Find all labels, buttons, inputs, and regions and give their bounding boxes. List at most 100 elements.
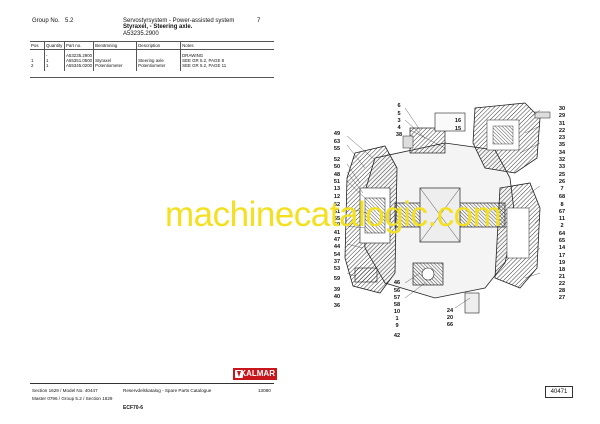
col-pos: Pos bbox=[30, 41, 45, 50]
cell-pos: 1 bbox=[31, 58, 34, 64]
callout: 49 bbox=[333, 131, 341, 137]
callout: 39 bbox=[333, 287, 341, 293]
callout: 57 bbox=[393, 295, 401, 301]
cell-notes: SEE GR 5.2, PAGE 8 bbox=[180, 58, 274, 64]
callout: 62 bbox=[333, 202, 341, 208]
footer-line2: Master 0796 / Group 5.2 / Section 1629 bbox=[32, 396, 113, 401]
cell-notes: DRAWING bbox=[180, 49, 274, 59]
callout: 65 bbox=[558, 238, 566, 244]
cell-qty: 1 bbox=[44, 63, 65, 71]
brand-name: KALMAR bbox=[240, 369, 275, 378]
callout: 52 bbox=[333, 157, 341, 163]
callout: 12 bbox=[333, 194, 341, 200]
cell-benamning bbox=[93, 49, 137, 59]
cell-notes: SEE GR 5.2, PAGE 11 bbox=[180, 63, 274, 71]
callout: 32 bbox=[558, 157, 566, 163]
callout: 36 bbox=[333, 303, 341, 309]
callout: 26 bbox=[558, 179, 566, 185]
callout: 29 bbox=[558, 113, 566, 119]
callout: 24 bbox=[446, 308, 454, 314]
callout: 48 bbox=[333, 172, 341, 178]
callout: 7 bbox=[560, 186, 564, 192]
callout: 53 bbox=[333, 266, 341, 272]
cell-qty: 1 bbox=[44, 58, 65, 64]
kalmar-logo-icon bbox=[235, 370, 243, 378]
callout: 6 bbox=[397, 103, 401, 109]
callout: 34 bbox=[558, 150, 566, 156]
title-line2: Styraxel, - Steering axle. bbox=[123, 24, 193, 30]
callout: 61 bbox=[333, 209, 341, 215]
col-benamning: Benämning bbox=[93, 41, 137, 50]
callout: 55 bbox=[333, 146, 341, 152]
cell-description: Steering axle bbox=[136, 58, 181, 64]
table-row: 2 1 A55345.0200 Potentiometer Potentiome… bbox=[30, 63, 274, 71]
callout: 37 bbox=[333, 259, 341, 265]
callout: 23 bbox=[558, 135, 566, 141]
callout: 1 bbox=[395, 316, 399, 322]
footer-date: 13080 bbox=[258, 388, 271, 393]
footer-model: ECF70-6 bbox=[123, 405, 144, 411]
callout: 41 bbox=[333, 230, 341, 236]
callout: 21 bbox=[558, 274, 566, 280]
col-description: Description bbox=[136, 41, 181, 50]
callout: 33 bbox=[558, 164, 566, 170]
group-label: Group No. bbox=[32, 18, 60, 24]
col-part-no: Part no. bbox=[63, 41, 94, 50]
callout: 63 bbox=[333, 139, 341, 145]
steering-axle-drawing bbox=[344, 102, 551, 314]
table-row: - A53235.2900 DRAWING bbox=[30, 49, 274, 59]
cell-pos bbox=[30, 50, 45, 59]
callout: 51 bbox=[333, 179, 341, 185]
page-code-box: 40471 bbox=[545, 386, 573, 398]
callout: 16 bbox=[454, 118, 462, 124]
page-number: 7 bbox=[257, 18, 261, 24]
cell-description: Potentiometer bbox=[136, 63, 181, 71]
callout: 66 bbox=[446, 322, 454, 328]
callout: 20 bbox=[446, 315, 454, 321]
callout: 42 bbox=[393, 333, 401, 339]
title-line3: A53235.2900 bbox=[123, 31, 159, 37]
callout: 64 bbox=[558, 231, 566, 237]
callout: 54 bbox=[333, 252, 341, 258]
callout: 35 bbox=[558, 142, 566, 148]
cell-pos: 2 bbox=[31, 63, 34, 69]
callout: 17 bbox=[558, 253, 566, 259]
group-value: 5.2 bbox=[65, 18, 74, 24]
title-line1: Servostyrsystem - Power-assisted system bbox=[123, 18, 235, 24]
callout: 44 bbox=[333, 244, 341, 250]
cell-part: A53235.2900 bbox=[63, 49, 94, 59]
callout: 25 bbox=[558, 172, 566, 178]
callout: 22 bbox=[558, 281, 566, 287]
callout: 5 bbox=[397, 111, 401, 117]
callout: 22 bbox=[558, 128, 566, 134]
callout: 9 bbox=[395, 323, 399, 329]
cell-part: A55345.0200 bbox=[63, 63, 94, 71]
callout: 4 bbox=[397, 125, 401, 131]
callout: 50 bbox=[333, 164, 341, 170]
callout: 30 bbox=[558, 106, 566, 112]
callout: 67 bbox=[558, 209, 566, 215]
callout: 27 bbox=[558, 295, 566, 301]
callout: 47 bbox=[333, 237, 341, 243]
cell-benamning: Potentiometer bbox=[93, 63, 137, 71]
cell-part: A55351.0500 bbox=[63, 58, 94, 64]
callout: 60 bbox=[333, 222, 341, 228]
callout: 68 bbox=[558, 194, 566, 200]
callout: 14 bbox=[558, 245, 566, 251]
table-row: 1 1 A55351.0500 Styraxel Steering axle S… bbox=[30, 58, 274, 64]
callout: 13 bbox=[333, 186, 341, 192]
callout: 58 bbox=[393, 302, 401, 308]
callout: 40 bbox=[333, 294, 341, 300]
callout: 59 bbox=[333, 276, 341, 282]
callout: 8 bbox=[560, 202, 564, 208]
callout: 38 bbox=[395, 132, 403, 138]
callout: 28 bbox=[558, 288, 566, 294]
callout: 18 bbox=[558, 267, 566, 273]
cell-qty: - bbox=[44, 49, 65, 59]
footer-catalogue-title: Reservdelskatalog - Spare Parts Catalogu… bbox=[123, 388, 212, 393]
col-notes: Notes bbox=[180, 41, 274, 50]
watermark-text: machinecatalogic.com bbox=[165, 195, 502, 234]
cell-description bbox=[136, 49, 181, 59]
callout: 11 bbox=[559, 216, 565, 222]
callout: 2 bbox=[560, 223, 564, 229]
